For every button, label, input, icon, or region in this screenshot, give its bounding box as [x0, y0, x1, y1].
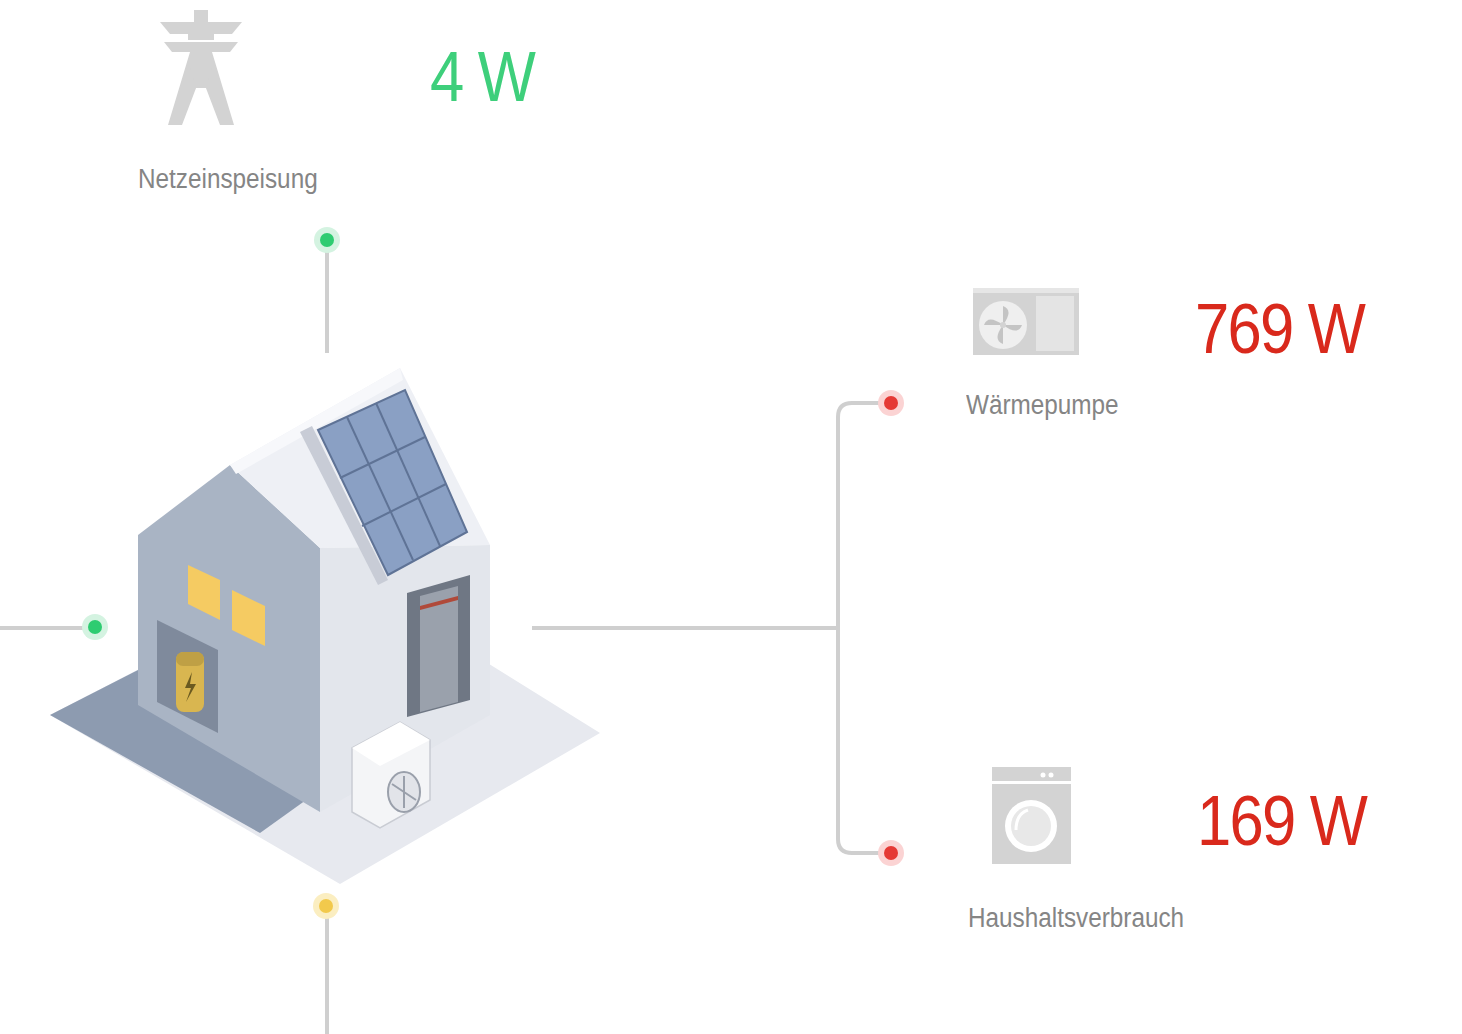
flow-lines: [0, 252, 880, 1034]
feed-in-caption: Netzeinspeisung: [138, 166, 318, 193]
washing-machine-icon: [992, 767, 1071, 864]
house-illustration: [50, 368, 600, 884]
heat-pump-value: 769 W: [1195, 294, 1364, 364]
status-dots: [82, 227, 904, 919]
household-value: 169 W: [1197, 786, 1366, 856]
feed-in-value: 4 W: [430, 42, 534, 112]
heat-pump-icon: [973, 288, 1079, 355]
household-caption: Haushaltsverbrauch: [968, 905, 1184, 932]
pylon-icon: [160, 10, 242, 125]
heat-pump-caption: Wärmepumpe: [966, 392, 1119, 419]
